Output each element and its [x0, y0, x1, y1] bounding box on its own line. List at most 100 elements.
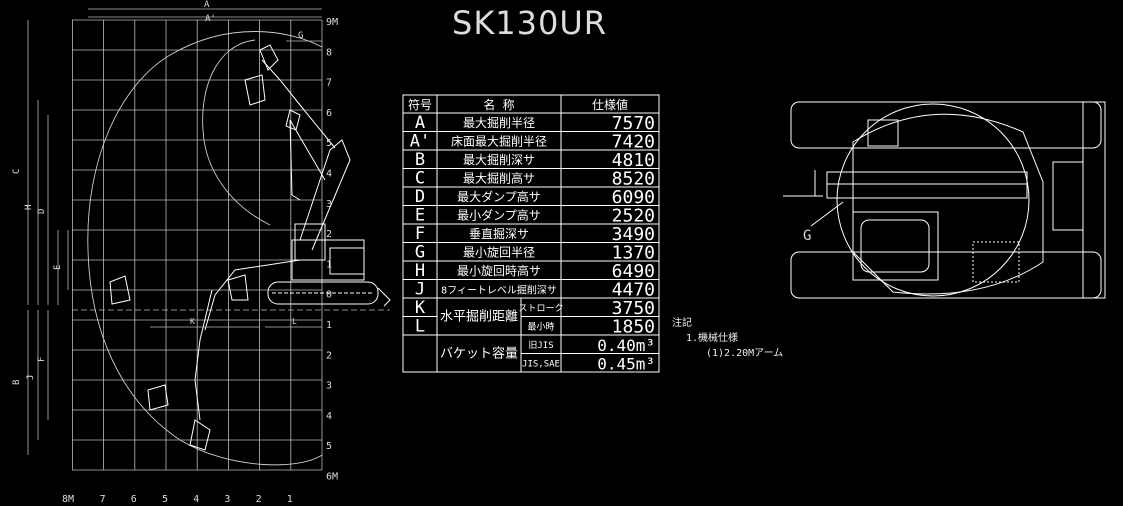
table-value: 6090 — [612, 187, 655, 208]
bottom-axis-ticks: 8M 7 6 5 4 3 2 1 — [62, 494, 293, 505]
dimension-letter: H — [24, 205, 34, 210]
table-name: 8フィートレベル掘削深サ — [441, 284, 557, 297]
grid — [72, 19, 390, 471]
dimension-letter: A — [204, 0, 210, 10]
table-symbol: D — [415, 187, 425, 207]
table-symbol: C — [415, 169, 425, 189]
working-range-diagram: A A' G C HD E F JB K L 9M 8 7 6 5 4 3 2 1 0 1 2 3 4 5 6M 8M 7 6 5 4 3… — [12, 0, 391, 505]
table-symbol: K — [415, 298, 426, 318]
bottom-tick: 4 — [193, 494, 199, 505]
upper-structure — [852, 113, 1044, 295]
table-value: 4810 — [612, 150, 655, 171]
table-value: 3750 — [612, 298, 655, 319]
bottom-tick: 8M — [62, 494, 74, 505]
table-symbol: H — [415, 261, 425, 281]
dimension-letter: J — [26, 375, 36, 380]
right-tick: 2 — [326, 229, 332, 240]
dimension-letter: K — [190, 317, 195, 326]
notes-line-1: 1.機械仕様 — [686, 333, 739, 344]
right-tick: 5 — [326, 441, 332, 452]
bottom-tick: 5 — [162, 494, 168, 505]
dimension-letter: E — [53, 265, 63, 270]
table-name: バケット容量 — [440, 346, 518, 362]
table-header: 符号 — [408, 97, 432, 112]
right-tick: 1 — [326, 259, 332, 270]
right-tick: 7 — [326, 78, 332, 89]
right-tick: 4 — [326, 411, 332, 422]
dimension-letter: G — [298, 31, 303, 41]
dimension-letter: D — [37, 209, 47, 214]
table-name: 床面最大掘削半径 — [451, 134, 547, 149]
plan-label-g: G — [803, 228, 811, 244]
table-value: 8520 — [612, 169, 655, 190]
notes-heading: 注記 — [672, 318, 692, 329]
swing-circle — [836, 103, 1030, 297]
bottom-tick: 7 — [100, 494, 106, 505]
bottom-tick: 2 — [256, 494, 262, 505]
bottom-tick: 3 — [224, 494, 230, 505]
right-tick: 3 — [326, 381, 332, 392]
table-symbol: B — [415, 150, 425, 170]
table-name: 最大掘削半径 — [463, 115, 535, 130]
right-tick: 2 — [326, 350, 332, 361]
left-track-bottom — [790, 251, 1102, 299]
table-subname: 最小時 — [527, 322, 554, 333]
reach-envelope — [87, 31, 323, 466]
table-name: 最小ダンプ高サ — [457, 208, 541, 223]
dimension-letter: A' — [205, 14, 216, 24]
right-tick: 4 — [326, 169, 332, 180]
right-tick: 0 — [326, 290, 332, 301]
top-view-diagram: G 202 — [783, 101, 1106, 299]
table-value: 1370 — [612, 243, 655, 264]
table-value: 2520 — [612, 206, 655, 227]
table-subname: 旧JIS — [528, 340, 553, 351]
dimension-lines — [27, 8, 322, 455]
right-tick: 6 — [326, 108, 332, 119]
table-subname: JIS,SAE — [522, 360, 560, 370]
table-value: 0.45m³ — [597, 355, 655, 374]
dimension-letters: A A' G C HD E F JB K L — [12, 0, 303, 385]
right-tick: 9M — [326, 17, 338, 28]
table-name: 最小旋回時高サ — [457, 263, 541, 278]
right-tick: 1 — [326, 320, 332, 331]
table-value: 6490 — [612, 261, 655, 282]
table-symbol: G — [415, 243, 425, 263]
table-name: 水平掘削距離 — [440, 310, 518, 325]
table-symbol: F — [415, 224, 425, 244]
cab — [852, 211, 939, 281]
table-header: 名 称 — [483, 97, 514, 112]
notes: 注記 1.機械仕様 (1)2.20Mアーム — [672, 316, 783, 361]
dimension-letter: F — [37, 357, 47, 362]
table-symbol: A' — [410, 132, 430, 152]
table-header: 仕様値 — [592, 97, 628, 112]
dimension-letter: B — [12, 380, 22, 385]
right-axis-ticks: 9M 8 7 6 5 4 3 2 1 0 1 2 3 4 5 6M — [326, 17, 338, 483]
table-symbol: L — [415, 317, 425, 337]
table-name: 垂直掘深サ — [469, 226, 529, 241]
right-tick: 6M — [326, 472, 338, 483]
right-tick: 8 — [326, 47, 332, 58]
table-symbol: J — [415, 280, 425, 300]
excavator-outline — [109, 44, 391, 451]
table-value: 4470 — [612, 280, 655, 301]
right-tick: 3 — [326, 199, 332, 210]
table-value: 0.40m³ — [597, 336, 655, 355]
table-symbol: E — [415, 206, 425, 226]
table-name: 最大掘削深サ — [463, 152, 535, 167]
table-name: 最大掘削高サ — [463, 171, 535, 186]
bottom-tick: 6 — [131, 494, 137, 505]
left-track-top — [790, 101, 1102, 149]
notes-line-2: (1)2.20Mアーム — [706, 348, 784, 359]
table-value: 3490 — [612, 224, 655, 245]
table-symbol: A — [415, 113, 425, 133]
dimension-letter: C — [12, 169, 22, 174]
table-value: 7570 — [612, 113, 655, 134]
bottom-tick: 1 — [287, 494, 293, 505]
table-value: 1850 — [612, 317, 655, 338]
drawing-title: SK130UR — [452, 4, 608, 42]
right-tick: 5 — [326, 138, 332, 149]
table-name: 最大ダンプ高サ — [457, 189, 541, 204]
dimension-letter: L — [292, 317, 297, 326]
table-subname: ストローク — [518, 303, 563, 314]
